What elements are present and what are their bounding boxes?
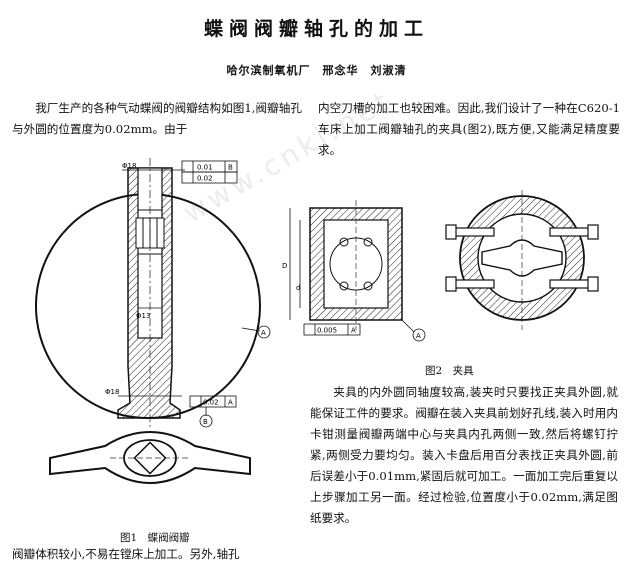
fig2-tol: 0.005 [317, 327, 337, 335]
paragraph-method: 内空刀槽的加工也较困难。因此,我们设计了一种在C620-1车床上加工阀瓣轴孔的夹… [318, 101, 620, 157]
paragraph-intro: 我厂生产的各种气动蝶阀的阀瓣结构如图1,阀瓣轴孔与外圆的位置度为0.02mm。由… [12, 101, 302, 136]
disc-side-view [49, 431, 251, 484]
fig1-datum-a: A [261, 329, 266, 337]
fig2-dim-d-lower: d [296, 284, 300, 292]
fig1-tol-top: 0.01 [197, 164, 213, 172]
fig2-dim-d-upper: D [282, 262, 287, 270]
figure-1-butterfly-valve-disc: Φ18 0.01 B 0.02 Φ13 A Φ18 0.02 A B [35, 158, 271, 484]
paragraph-procedure: 夹具的内外圆同轴度较高,装夹时只要找正夹具外圆,就能保证工件的要求。阀瓣在装入夹… [310, 385, 618, 525]
author-line: 哈尔滨制氧机厂 邢念华 刘淑清 [226, 64, 407, 77]
article-title: 蝶阀阀瓣轴孔的加工 [203, 18, 429, 40]
fig2-datum: A [416, 332, 421, 340]
paragraph-bottom-left: 阀瓣体积较小,不易在镗床上加工。另外,轴孔 [12, 547, 240, 561]
fig1-ref-bottom: A [228, 399, 233, 407]
fig1-tol-top2: 0.02 [197, 175, 213, 183]
fig1-dia-bottom: Φ18 [105, 388, 119, 396]
figure-1-caption: 图1 蝶阀阀瓣 [120, 532, 190, 544]
fig1-tol-bottom: 0.02 [203, 399, 219, 407]
figure-2-caption: 图2 夹具 [425, 365, 474, 377]
fig1-ref-top: B [228, 164, 233, 172]
fig1-datum-b: B [203, 418, 208, 426]
fig1-dia-top: Φ18 [122, 162, 136, 170]
fig1-dia-mid: Φ13 [136, 312, 150, 320]
figure-2-fixture: D d 0.005 A A [282, 190, 599, 342]
fig2-ref: A [351, 327, 356, 335]
